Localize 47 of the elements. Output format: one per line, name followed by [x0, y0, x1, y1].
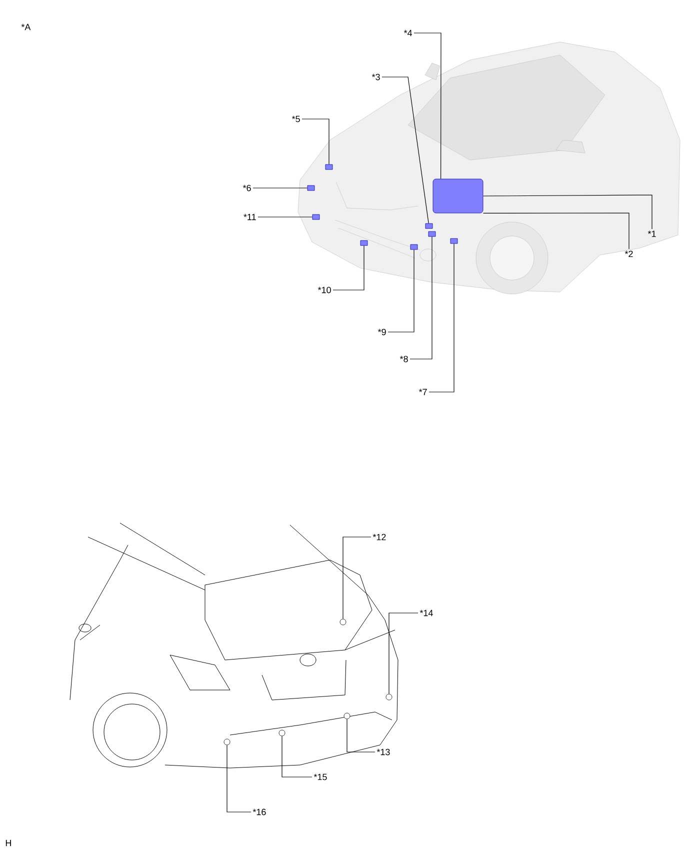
sensor	[344, 712, 350, 720]
leader-line	[332, 245, 364, 290]
leader-line	[226, 744, 252, 812]
callout-number: *11	[244, 214, 256, 220]
leader-line	[258, 216, 313, 218]
callout-number: *8	[400, 356, 408, 362]
leader-line	[302, 118, 330, 165]
sensor	[425, 223, 433, 229]
leader-line	[388, 612, 418, 694]
leader-line	[342, 536, 372, 620]
callout-number: *6	[242, 184, 251, 192]
callout-number: *9	[378, 328, 386, 336]
callout-number: *4	[404, 30, 412, 36]
leader-line	[410, 236, 432, 360]
sensor	[410, 244, 418, 250]
sensor	[450, 238, 458, 244]
callout-number: *14	[420, 610, 433, 616]
callout-number: *12	[372, 534, 386, 540]
callout-number: *3	[372, 74, 380, 80]
leader-line	[388, 249, 414, 332]
control-unit	[432, 178, 484, 214]
sensor	[340, 618, 346, 626]
sensor	[278, 730, 286, 736]
callout-number: *16	[252, 808, 266, 816]
leader-line	[428, 243, 454, 392]
callout-number: *10	[318, 286, 331, 294]
callout-number: *13	[376, 748, 390, 756]
leader-line	[482, 212, 630, 250]
code-label: H	[6, 840, 11, 846]
sensor	[386, 694, 392, 700]
callout-number: *15	[314, 774, 327, 780]
figure-label: *A	[21, 24, 31, 30]
sensor	[224, 738, 230, 746]
sensor	[307, 185, 315, 191]
leader-line	[382, 76, 429, 224]
callout-number: *5	[292, 116, 300, 122]
sensor	[312, 214, 320, 220]
callout-number: *7	[418, 388, 427, 396]
sensor	[325, 164, 333, 170]
sensor	[360, 240, 368, 246]
leader-line	[482, 194, 652, 230]
callout-number: *1	[648, 230, 656, 237]
leader-line	[282, 736, 312, 778]
sensor	[428, 231, 436, 237]
leader-line	[346, 718, 376, 752]
callout-number: *2	[624, 250, 633, 257]
leader-line	[414, 32, 442, 180]
